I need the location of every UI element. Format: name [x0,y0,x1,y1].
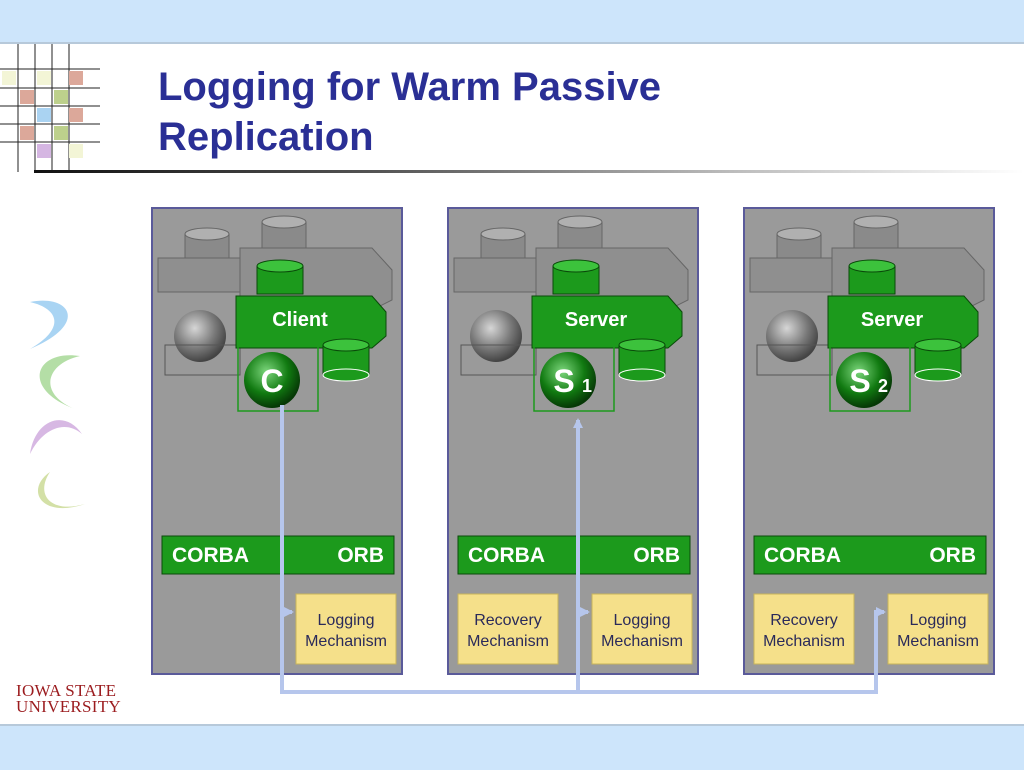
server-sphere [540,352,596,408]
orb-right-label: ORB [929,544,976,567]
slide-title: Logging for Warm Passive Replication [158,62,858,162]
mechanism-line-2: Mechanism [467,633,549,650]
corba-orb-bar [161,535,395,575]
mechanism-line-2: Mechanism [763,633,845,650]
logo-line-2: UNIVERSITY [16,697,121,716]
server-component [827,295,979,349]
orb-left-label: CORBA [764,544,841,567]
logging-mechanism-box [295,593,397,665]
orb-right-label: ORB [633,544,680,567]
bottom-bar [0,724,1024,770]
decorative-grid [0,44,100,172]
orb-left-label: CORBA [468,544,545,567]
message-flow-arrows [280,405,886,694]
panel-server-1: Server S 1 CORBA ORB Recovery Mechanism … [447,207,699,675]
title-underline [34,170,1024,173]
gray-sphere [766,310,818,362]
title-line-2: Replication [158,115,374,159]
orb-left-label: CORBA [172,544,249,567]
recovery-mechanism-box [457,593,559,665]
mechanism-line-1: Recovery [770,612,838,629]
logging-mechanism-box [591,593,693,665]
gray-sphere [174,310,226,362]
panel-client: Client C CORBA ORB Logging Mechanism [151,207,403,675]
component-label: Server [565,309,627,331]
client-sphere [244,352,300,408]
server-component [531,295,683,349]
university-logo: IOWA STATE UNIVERSITY [16,681,121,716]
client-to-s2-logging-arrow [280,405,886,694]
title-line-1: Logging for Warm Passive [158,65,662,109]
orb-right-label: ORB [337,544,384,567]
mechanism-line-2: Mechanism [897,633,979,650]
mechanism-line-1: Logging [910,612,967,629]
component-label: Client [272,309,328,331]
logo-line-1: IOWA STATE [16,681,117,700]
logging-mechanism-box [887,593,989,665]
sphere-letter: C [260,363,283,399]
mechanism-line-2: Mechanism [601,633,683,650]
sphere-subscript: 1 [582,376,592,396]
mechanism-line-1: Logging [614,612,671,629]
decorative-crescents [30,300,85,509]
corba-orb-bar [457,535,691,575]
panel-server-2: Server S 2 CORBA ORB Recovery Mechanism … [743,207,995,675]
sphere-subscript: 2 [878,376,888,396]
mechanism-line-2: Mechanism [305,633,387,650]
corba-orb-bar [753,535,987,575]
top-bar [0,0,1024,44]
mechanism-line-1: Logging [318,612,375,629]
recovery-mechanism-box [753,593,855,665]
gray-sphere [470,310,522,362]
sphere-letter: S [849,363,870,399]
server-sphere [836,352,892,408]
component-label: Server [861,309,923,331]
mechanism-line-1: Recovery [474,612,542,629]
sphere-letter: S [553,363,574,399]
client-component [235,295,387,349]
